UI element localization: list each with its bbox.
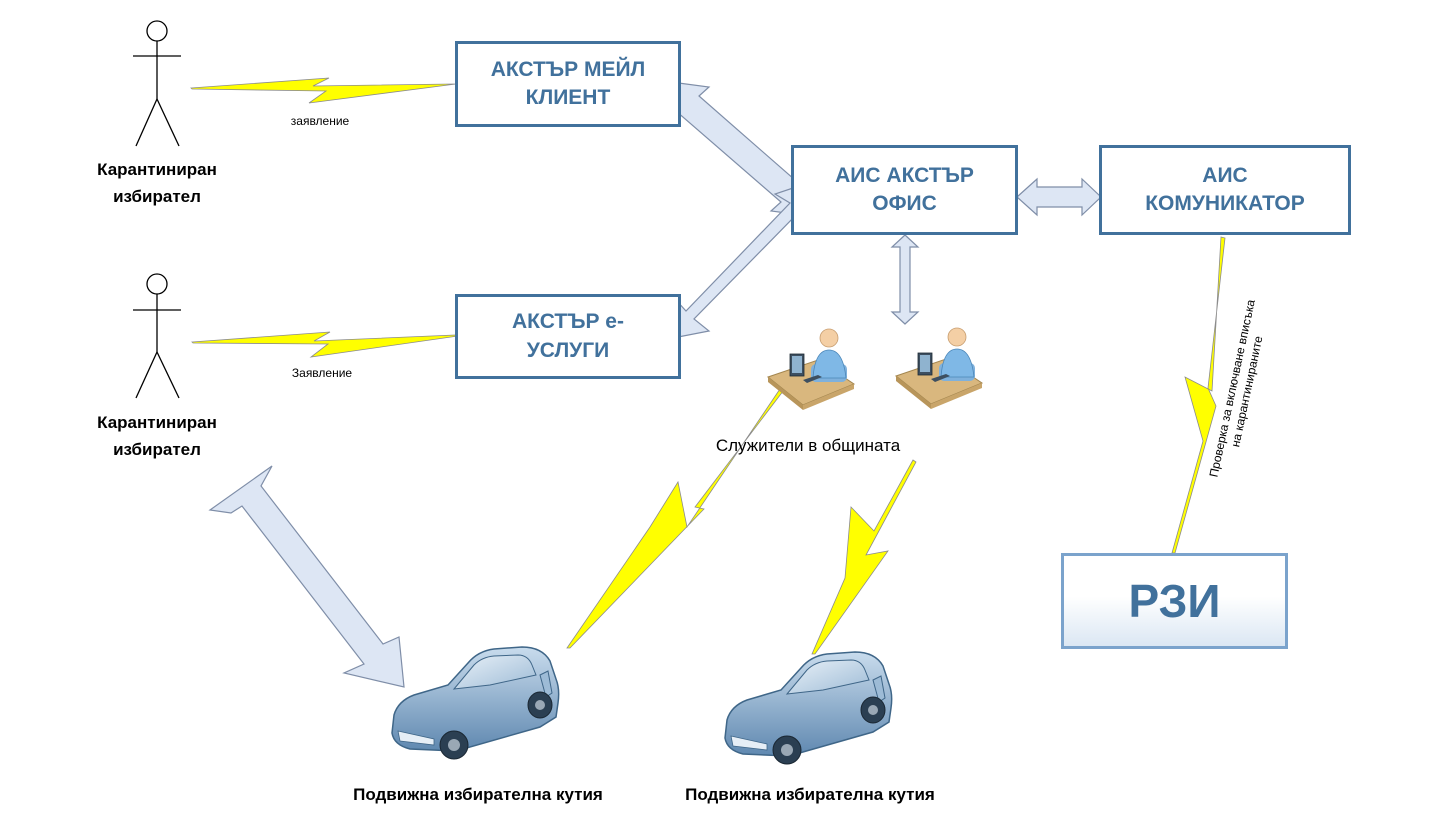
car-label-2: Подвижна избирателна кутия xyxy=(685,785,935,804)
link-label-request-1: заявление xyxy=(290,114,350,128)
double-arrow-eservices-office xyxy=(672,182,811,339)
actor-label-2: Карантиниран избирател xyxy=(97,413,217,460)
car-icon-2 xyxy=(724,651,893,765)
lightning-bolt-employee1-car1 xyxy=(566,379,791,649)
lightning-bolt-employee2-car2 xyxy=(811,459,917,655)
box-ais-akstar-office: АИС АКСТЪР ОФИС xyxy=(791,145,1018,235)
box-akstar-e-services: АКСТЪР е- УСЛУГИ xyxy=(455,294,681,379)
car-label-1: Подвижна избирателна кутия xyxy=(353,785,603,804)
employee-icon-1 xyxy=(766,328,856,410)
box-akstar-mail-client: АКСТЪР МЕЙЛ КЛИЕНТ xyxy=(455,41,681,127)
car-icon-1 xyxy=(391,646,560,760)
box-ais-communicator: АИС КОМУНИКАТОР xyxy=(1099,145,1351,235)
actor-figure-2 xyxy=(133,273,181,399)
link-label-request-2: Заявление xyxy=(291,366,353,380)
employees-label: Служители в общината xyxy=(715,436,901,455)
actor-label-1: Карантиниран избирател xyxy=(97,160,217,207)
double-arrow-office-employees xyxy=(890,234,920,325)
double-arrow-actor-car xyxy=(208,465,405,688)
lightning-bolt-actor2-eservices xyxy=(191,331,459,358)
actor-figure-1 xyxy=(133,20,181,147)
employee-icon-2 xyxy=(894,327,984,409)
lightning-bolt-actor1-mail xyxy=(190,77,457,104)
double-arrow-office-communicator xyxy=(1016,177,1102,217)
box-rzi: РЗИ xyxy=(1061,553,1288,649)
